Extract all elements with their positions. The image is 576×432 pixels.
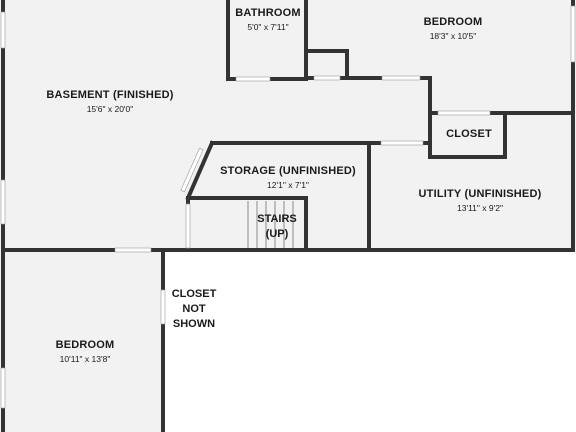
window-west-2 [0,179,6,225]
room-dimensions: 10'11" x 13'8" [59,354,111,364]
windows [0,5,576,409]
room-name: BEDROOM [423,16,483,28]
nook-door [313,75,341,81]
room-label-bathroom: BATHROOM 5'0" x 7'11" [218,7,318,33]
room-dimensions: 12'1" x 7'1" [267,180,309,190]
closet-not-shown-opening [160,289,166,325]
window-west-1 [0,11,6,49]
room-dimensions: 15'6" x 20'0" [86,104,134,114]
door-openings [114,75,491,325]
bedroom-closet-opening [437,110,491,116]
lower-bedroom-fill [0,250,165,432]
room-dimensions: 18'3" x 10'5" [429,31,477,41]
room-name: UTILITY (UNFINISHED) [418,188,542,200]
bedroom-door [381,75,421,81]
room-dimensions: 5'0" x 7'11" [247,22,289,32]
upper-floor-fill [0,0,576,250]
room-label-lower-bedroom: BEDROOM 10'11" x 13'8" [30,339,140,365]
room-label-basement: BASEMENT (FINISHED) 15'6" x 20'0" [30,89,190,115]
lower-bedroom-door [114,247,152,253]
stair-treads [247,201,294,248]
room-name: BASEMENT (FINISHED) [46,89,174,101]
room-label-closet: CLOSET [434,128,504,141]
storage-diagonal-wall [185,140,215,201]
storage-door [180,147,204,193]
room-label-bedroom: BEDROOM 18'3" x 10'5" [393,16,513,42]
window-west-3 [0,367,6,409]
room-label-storage: STORAGE (UNFINISHED) 12'1" x 7'1" [212,165,364,191]
room-label-utility: UTILITY (UNFINISHED) 13'11" x 9'2" [400,188,560,214]
room-dimensions: 13'11" x 9'2" [457,203,503,213]
room-name: CLOSET [446,128,492,140]
stairs-door [185,203,191,249]
room-label-stairs: STAIRS (UP) [257,213,297,240]
room-name: BEDROOM [55,339,115,351]
closet-not-shown-note: CLOSET NOT SHOWN [171,288,217,330]
outside-area [165,250,576,432]
window-east-1 [570,5,576,63]
utility-door [380,140,424,146]
bathroom-door [235,76,271,82]
room-name: STORAGE (UNFINISHED) [220,165,356,177]
room-name: BATHROOM [235,7,301,19]
